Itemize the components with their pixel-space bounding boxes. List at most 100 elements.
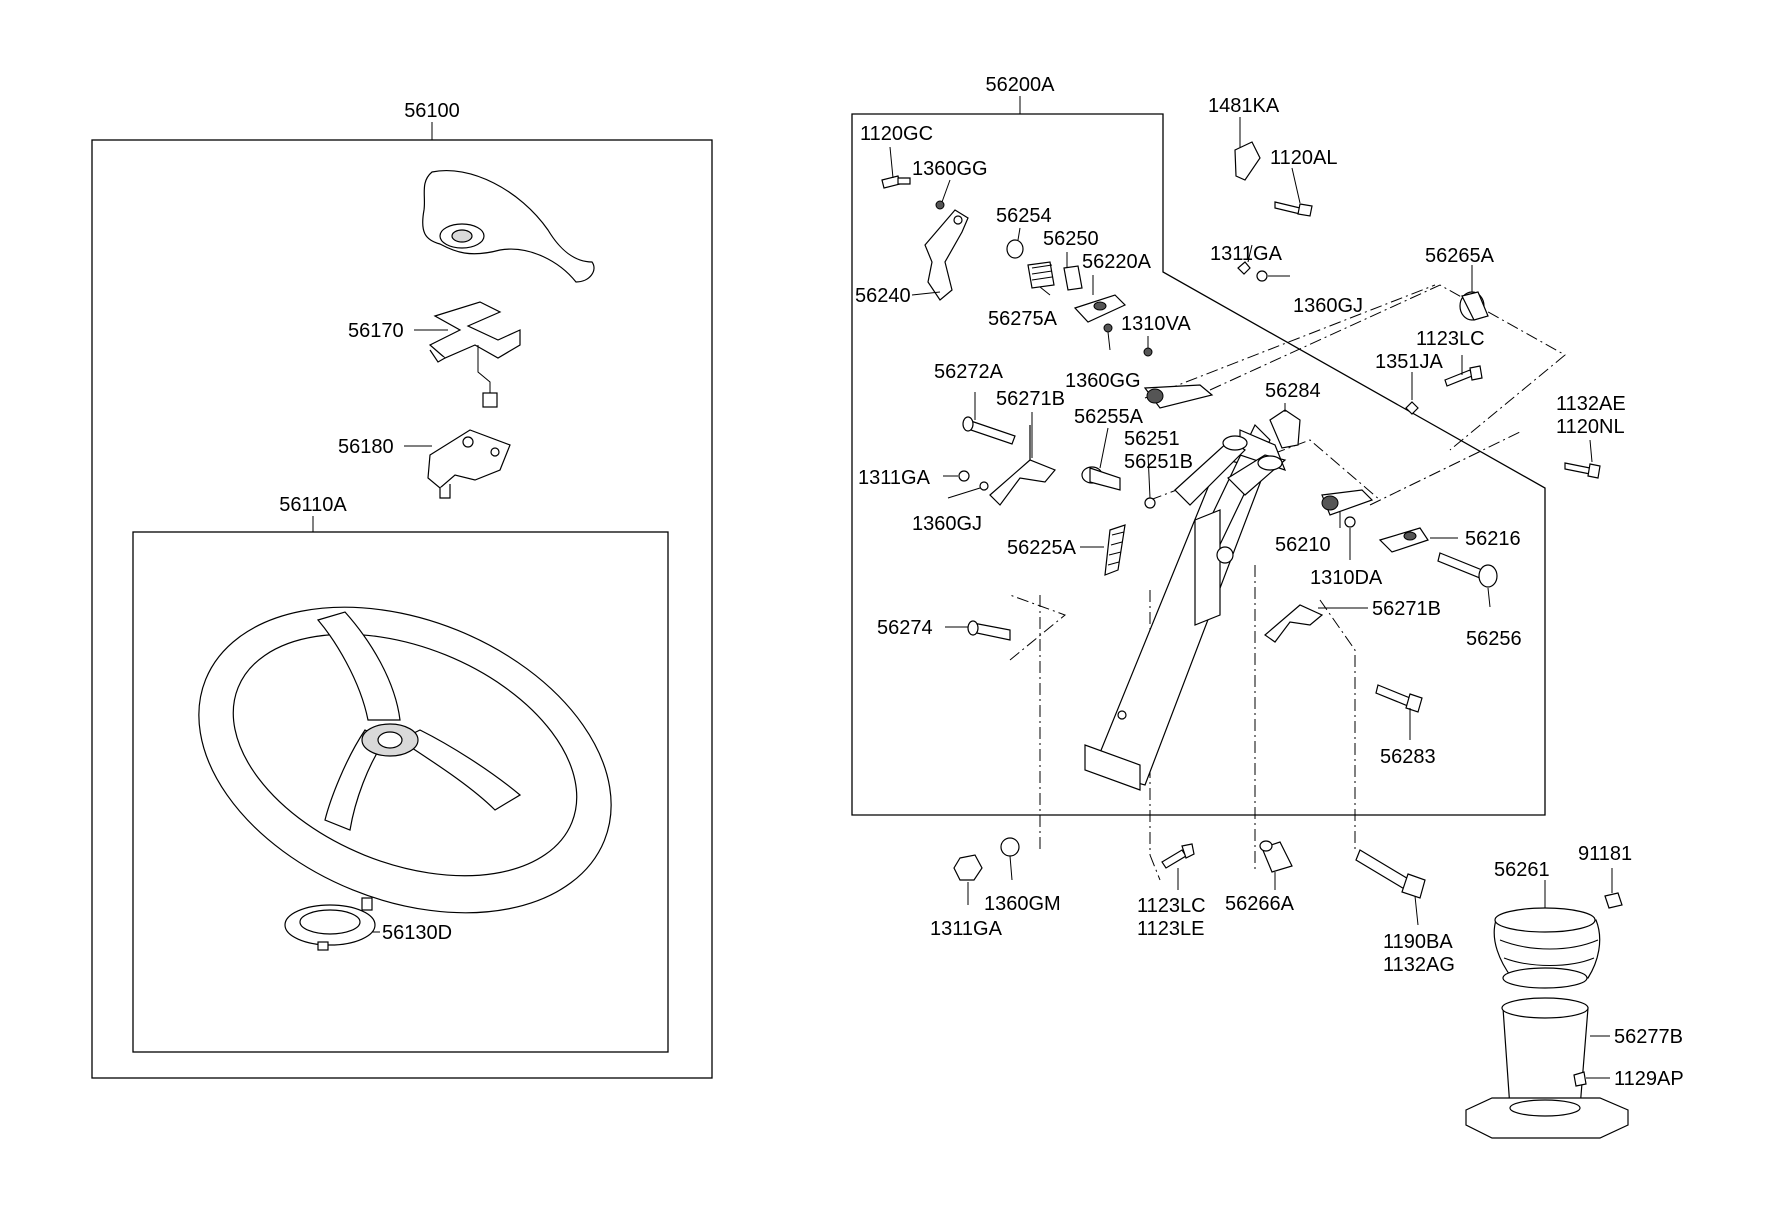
small-parts-right	[1405, 365, 1601, 479]
assembly-frame-56200a	[851, 113, 1546, 816]
small-parts-upper	[881, 175, 1214, 409]
nut-1311ga-b	[958, 470, 970, 482]
label-56255a: 56255A	[1074, 406, 1144, 428]
label-1360gg-a: 1360GG	[912, 158, 988, 180]
nut-1360gg-a	[935, 200, 945, 210]
bolt-56256	[1437, 552, 1483, 579]
steering-wheel-assembly-group: 56100 56170 56180 56110A 56130D	[91, 100, 713, 1079]
label-56272a: 56272A	[934, 361, 1004, 383]
label-1481ka: 1481KA	[1208, 95, 1280, 117]
label-56220a: 56220A	[1082, 251, 1152, 273]
label-1310va: 1310VA	[1121, 313, 1191, 335]
label-56271b-b: 56271B	[1372, 598, 1441, 620]
bolt-1120al	[1297, 203, 1313, 217]
label-1132ae: 1132AE	[1556, 393, 1626, 415]
washer-56254	[1006, 239, 1024, 259]
label-1123lc-a: 1123LC	[1416, 328, 1485, 350]
small-parts-left-middle	[958, 409, 1301, 641]
nut-1311ga-c	[953, 854, 983, 881]
label-56225a: 56225A	[1007, 537, 1077, 559]
bracket-56271b-a	[989, 459, 1056, 506]
bolt-1190ba	[1355, 849, 1411, 891]
label-1120gc: 1120GC	[860, 123, 933, 145]
label-56275a: 56275A	[988, 308, 1058, 330]
label-1120nl: 1120NL	[1556, 416, 1625, 438]
label-1132ag: 1132AG	[1383, 954, 1455, 976]
nut-1310va	[1143, 347, 1153, 357]
cam-56216	[1378, 527, 1429, 553]
label-56256: 56256	[1466, 628, 1522, 650]
label-1190ba: 1190BA	[1383, 931, 1453, 953]
contact-ring-part	[284, 897, 376, 951]
assembly-frame-56100	[91, 139, 713, 1079]
label-56200a: 56200A	[986, 74, 1056, 96]
label-1123lc-b: 1123LC	[1137, 895, 1206, 917]
assembly-line-10	[1149, 854, 1161, 881]
label-56284: 56284	[1265, 380, 1321, 402]
bolt-56283	[1375, 684, 1411, 707]
assembly-line-9	[1319, 599, 1356, 850]
label-1360gj-b: 1360GJ	[912, 513, 982, 535]
column-bracket-part	[1084, 423, 1287, 791]
assembly-line-4	[1369, 431, 1521, 506]
label-1311ga-a: 1311GA	[1210, 243, 1283, 265]
assembly-line-1	[1144, 284, 1436, 399]
bracket-56271b-b	[1264, 604, 1324, 643]
bolt-1129ap	[1573, 1071, 1587, 1087]
label-56240: 56240	[855, 285, 911, 307]
bolt-1132ae	[1564, 462, 1591, 475]
washer-56251	[1144, 497, 1156, 509]
nut-1360gg-b	[1103, 323, 1113, 333]
clip-1481ka	[1234, 141, 1261, 181]
label-56261: 56261	[1494, 859, 1550, 881]
bolt-1120gc	[881, 175, 901, 189]
label-56271b-a: 56271B	[996, 388, 1065, 410]
pin-56284	[1269, 409, 1301, 449]
label-1351ja: 1351JA	[1375, 351, 1443, 373]
steering-column-assembly-group: 56200A 1120GC 1360GG 56254 56250 56220A …	[851, 74, 1684, 1139]
label-56251: 56251	[1124, 428, 1180, 450]
assembly-line-2	[1209, 284, 1566, 451]
spring-56275a	[1027, 261, 1055, 289]
label-56266a: 56266A	[1225, 893, 1295, 915]
label-56216: 56216	[1465, 528, 1521, 550]
label-1311ga-c: 1311GA	[930, 918, 1003, 940]
tilt-lever-part	[1174, 435, 1287, 506]
washer-1360gm	[1000, 837, 1020, 857]
plate-56250	[1063, 265, 1083, 291]
bolt-1123lc-a	[1444, 369, 1473, 387]
label-56283: 56283	[1380, 746, 1436, 768]
small-parts-lower	[953, 837, 1426, 899]
tube-56277b	[1502, 1007, 1589, 1109]
label-1360gg-b: 1360GG	[1065, 370, 1141, 392]
label-56277b: 56277B	[1614, 1026, 1683, 1048]
label-1120al: 1120AL	[1270, 147, 1337, 169]
label-56110a: 56110A	[279, 494, 347, 516]
label-56170: 56170	[348, 320, 404, 342]
washer-1360gj-a	[1256, 270, 1268, 282]
lever-56240-part	[924, 209, 969, 301]
nut-1351ja	[1405, 401, 1419, 415]
boot-and-tube-parts	[1465, 892, 1629, 1139]
label-1129ap: 1129AP	[1614, 1068, 1684, 1090]
label-1310da: 1310DA	[1310, 567, 1383, 589]
assembly-frame-56110a	[132, 531, 669, 1053]
label-1360gj-a: 1360GJ	[1293, 295, 1363, 317]
label-56254: 56254	[996, 205, 1052, 227]
label-56265a: 56265A	[1425, 245, 1495, 267]
label-1360gm: 1360GM	[984, 893, 1061, 915]
label-56100: 56100	[404, 100, 460, 122]
steering-wheel-part	[198, 606, 612, 914]
label-1311ga-b: 1311GA	[858, 467, 931, 489]
assembly-line-3	[1149, 439, 1381, 501]
label-56210: 56210	[1275, 534, 1331, 556]
label-56251b: 56251B	[1124, 451, 1193, 473]
bolt-1123lc-b	[1161, 849, 1187, 869]
label-56130d: 56130D	[382, 922, 452, 944]
spring-56225a	[1104, 524, 1126, 576]
small-parts-top-right	[1234, 141, 1489, 321]
label-1123le: 1123LE	[1137, 918, 1204, 940]
label-56250: 56250	[1043, 228, 1099, 250]
horn-pad-cover-part	[422, 170, 595, 283]
